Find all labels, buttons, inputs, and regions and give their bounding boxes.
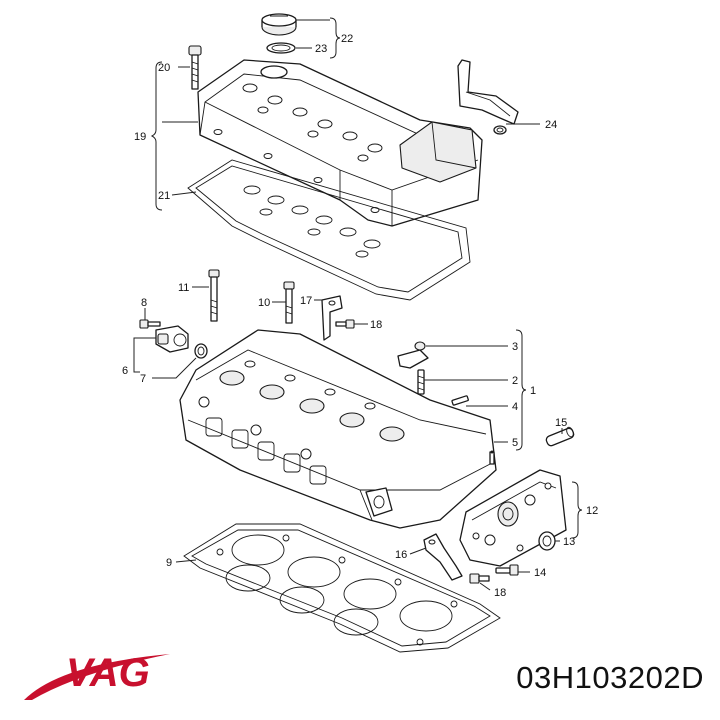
- callout-15: 15: [555, 417, 567, 429]
- bracket-bolt: [335, 319, 355, 329]
- bracket-16: [423, 533, 463, 581]
- callout-19: 19: [134, 131, 146, 143]
- logo-text: VAG: [66, 651, 150, 695]
- callout-2: 2: [512, 375, 518, 387]
- pin-5: [489, 450, 495, 465]
- callout-labels: 22 23 20 19 21 24 11 10 17 18 8 6 7 3 2 …: [122, 33, 598, 599]
- bracket: [321, 295, 343, 341]
- roller-rocker: [397, 349, 429, 369]
- callout-5: 5: [512, 437, 518, 449]
- sensor-o-ring: [194, 343, 208, 359]
- callout-6: 6: [122, 365, 128, 377]
- callout-11: 11: [178, 282, 189, 294]
- head-bolt-long: [208, 269, 220, 322]
- bolt-8: [139, 319, 161, 329]
- bolt-14: [495, 564, 519, 576]
- leader-lines: [133, 17, 583, 591]
- cylinder-head: [179, 329, 497, 529]
- callout-7: 7: [140, 373, 146, 385]
- callout-16: 16: [395, 549, 407, 561]
- cylinder-head-gasket: [183, 523, 501, 653]
- valve-spring-retainer: [417, 369, 425, 395]
- callout-1: 1: [530, 385, 536, 397]
- callout-4: 4: [512, 401, 518, 413]
- callout-9: 9: [166, 557, 172, 569]
- callout-10: 10: [258, 297, 270, 309]
- callout-13: 13: [563, 536, 575, 548]
- part-number: 03H103202D: [516, 660, 704, 695]
- shaft-seal: [538, 531, 556, 551]
- callout-3: 3: [512, 341, 518, 353]
- valve-cover-gasket: [187, 159, 471, 301]
- callout-18-lower: 18: [494, 587, 506, 599]
- callout-20: 20: [158, 62, 170, 74]
- head-bolt-short: [283, 281, 295, 324]
- callout-18-upper: 18: [370, 319, 382, 331]
- callout-23: 23: [315, 43, 327, 55]
- callout-12: 12: [586, 505, 598, 517]
- valve-cover-bolt: [188, 45, 202, 90]
- logo-swoosh: [24, 654, 170, 700]
- coolant-sensor-housing: [155, 325, 189, 353]
- valve-cover: [197, 59, 483, 227]
- callout-14: 14: [534, 567, 546, 579]
- callout-17: 17: [300, 295, 312, 307]
- breather-hose: [457, 59, 519, 135]
- stud-4: [451, 395, 469, 406]
- callout-24: 24: [545, 119, 557, 131]
- callout-8: 8: [141, 297, 147, 309]
- sleeve: [545, 426, 575, 447]
- callout-22: 22: [341, 33, 353, 45]
- bolt-18-lower: [469, 573, 490, 584]
- filler-cap-seal-ring: [266, 42, 296, 54]
- rocker-clip: [414, 341, 426, 351]
- oil-filler-cap: [261, 13, 297, 36]
- callout-21: 21: [158, 190, 170, 202]
- vag-logo: VAG: [24, 651, 170, 700]
